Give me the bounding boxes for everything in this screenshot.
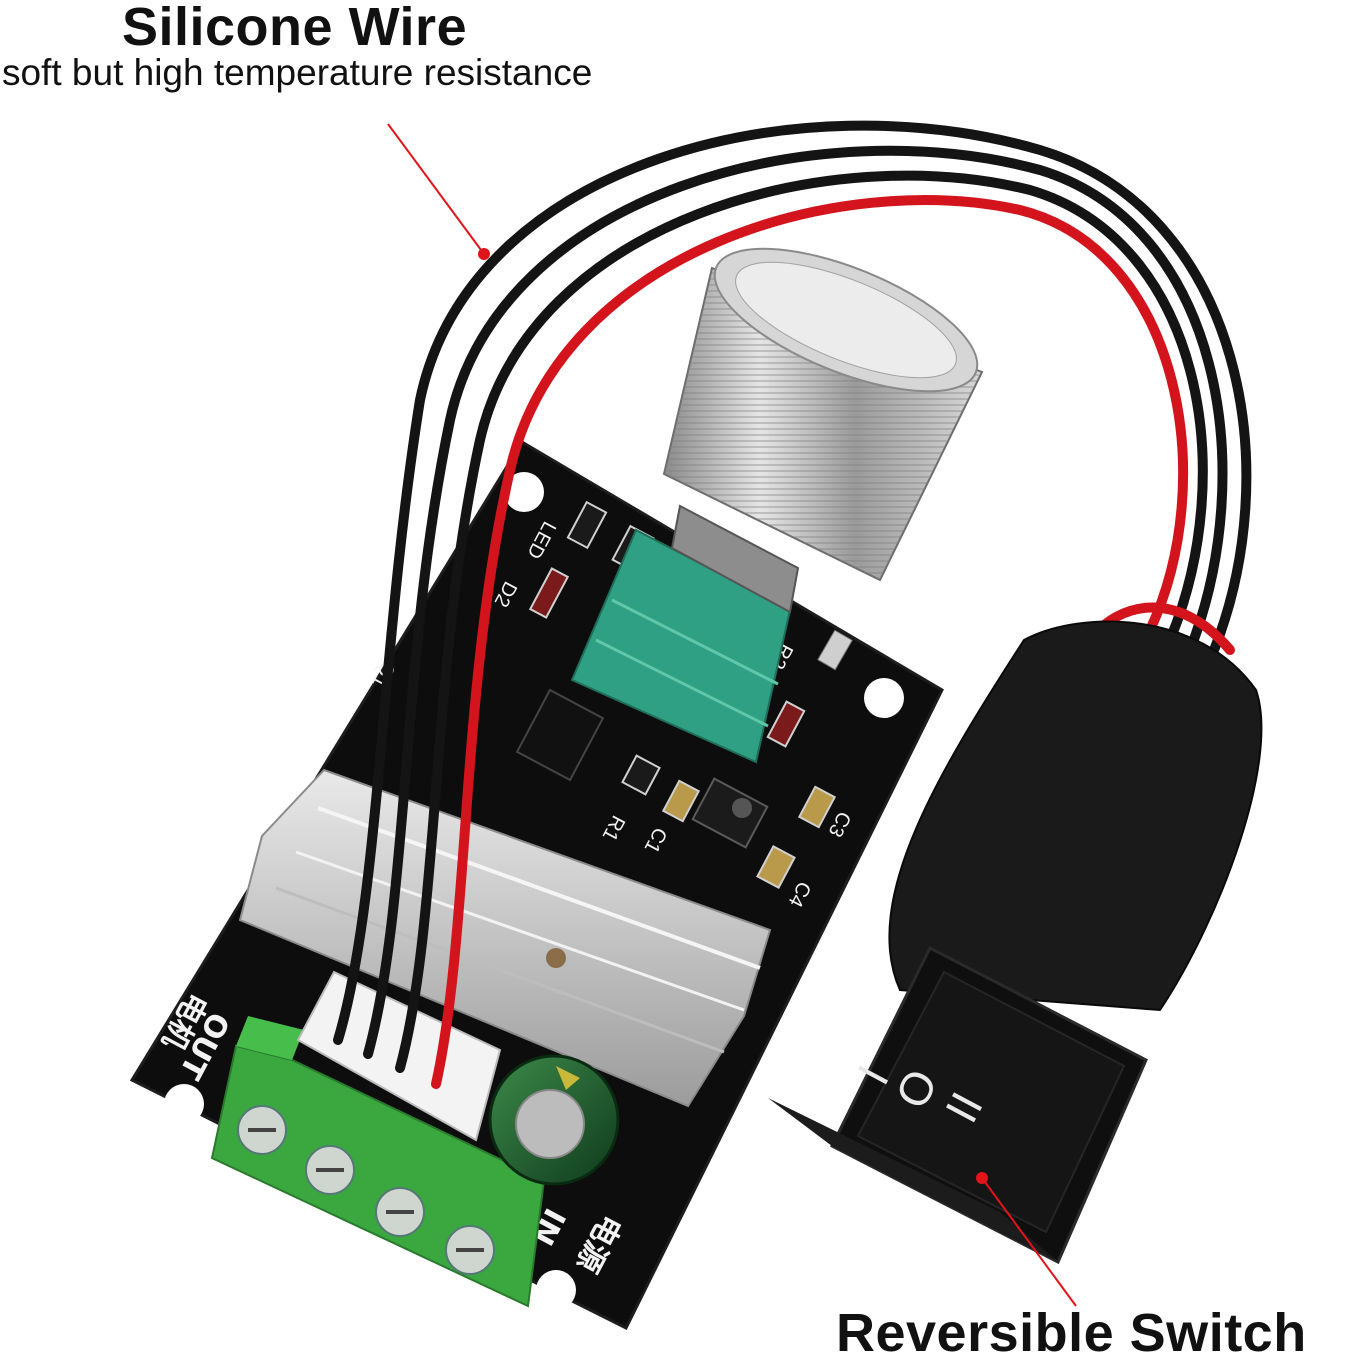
switch-callout-line [981, 1177, 1077, 1307]
terminal-screw [305, 1145, 355, 1195]
silicone-wire-title: Silicone Wire [122, 0, 468, 57]
mount-hole [164, 1084, 204, 1124]
terminal-screw [375, 1187, 425, 1237]
silicone-wire-subtitle: soft but high temperature resistance [2, 52, 593, 93]
mount-hole [536, 1270, 576, 1310]
knob [662, 247, 984, 582]
terminal-screw [237, 1105, 287, 1155]
capacitor [488, 1054, 620, 1186]
rocker-switch: I O II [768, 620, 1263, 1265]
terminal-block [210, 1016, 546, 1308]
terminal-screw [445, 1225, 495, 1275]
potentiometer [570, 504, 800, 764]
mount-hole [504, 472, 544, 512]
reversible-switch-title: Reversible Switch [836, 1303, 1307, 1363]
silicone-wire-bundle [333, 120, 1252, 1089]
mount-hole [864, 678, 904, 718]
wire-callout-line [387, 123, 485, 255]
wire-callout-dot [478, 248, 490, 260]
